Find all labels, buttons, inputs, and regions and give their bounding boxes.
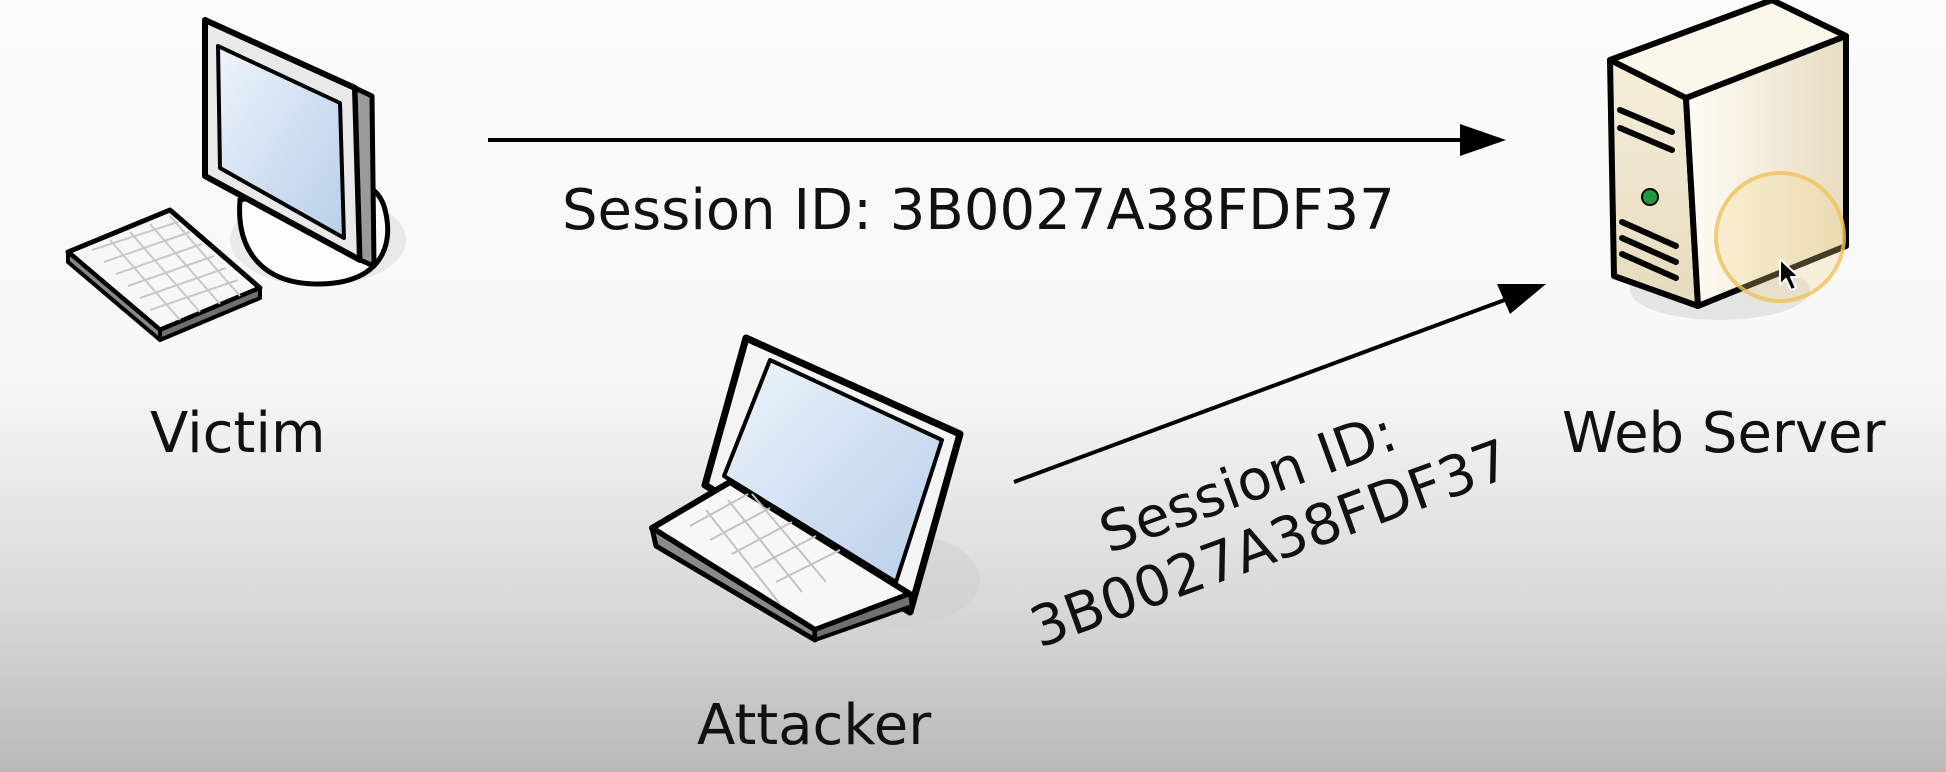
attacker-label: Attacker <box>697 693 932 758</box>
mouse-pointer-icon <box>1779 258 1800 291</box>
laptop-icon <box>649 334 980 643</box>
desktop-computer-icon <box>65 17 406 342</box>
arrow-victim-to-server <box>488 124 1506 156</box>
cursor-highlight-ring <box>1714 171 1846 303</box>
victim-label: Victim <box>150 401 326 466</box>
server-tower-icon <box>1607 0 1849 320</box>
web-server-label: Web Server <box>1562 401 1886 466</box>
arrow-attacker-to-server <box>1013 284 1546 484</box>
victim-session-id-label: Session ID: 3B0027A38FDF37 <box>562 178 1395 243</box>
